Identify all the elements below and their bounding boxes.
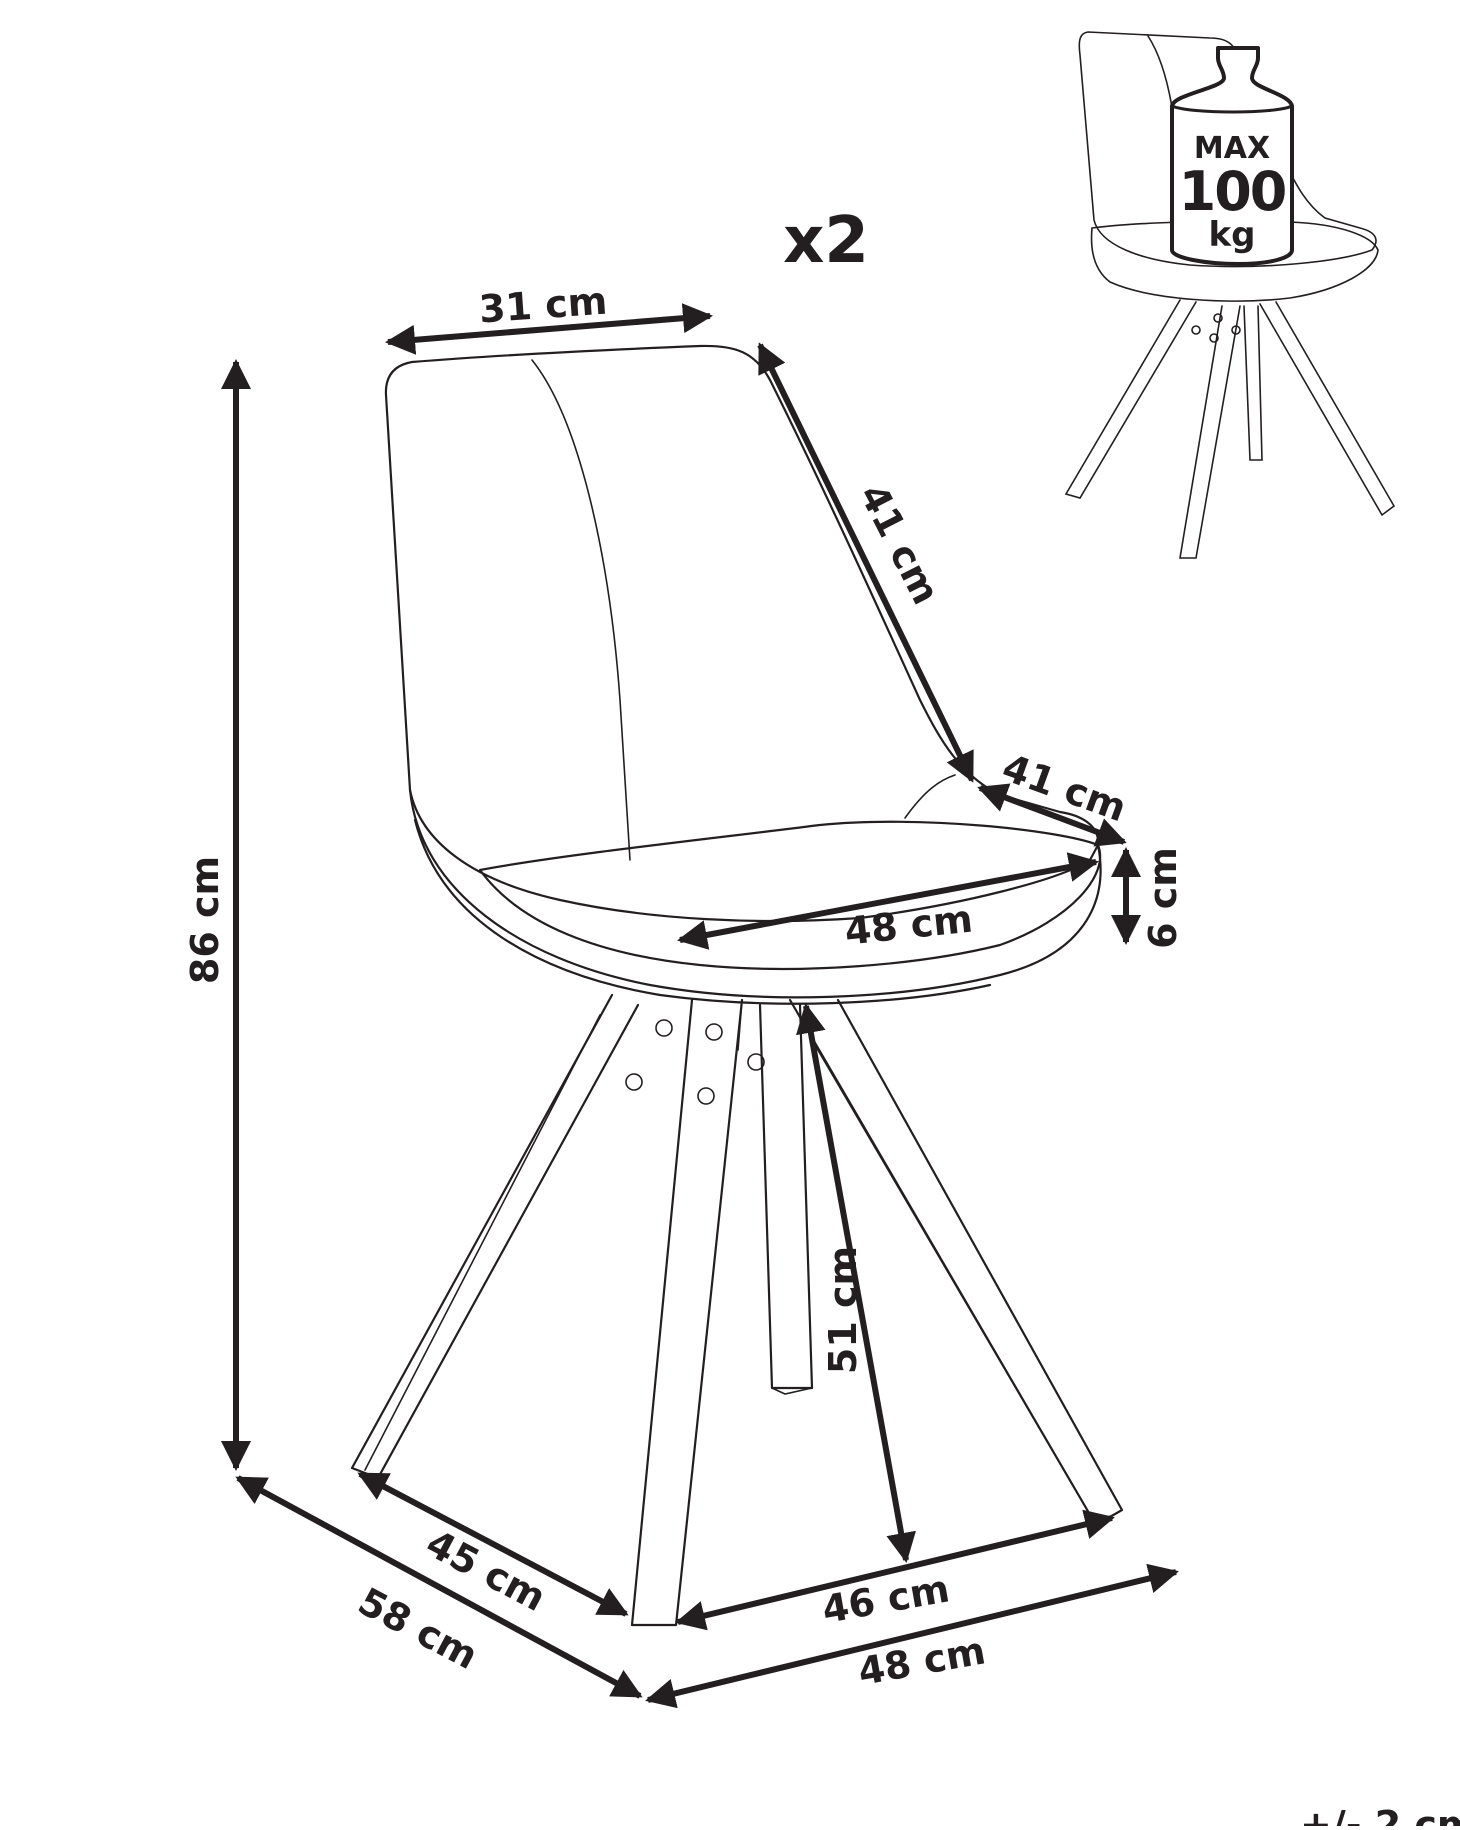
screw [697,1087,715,1105]
seat-side-curve [904,774,956,819]
badge-max: MAX [1194,131,1270,166]
mini-screw [1231,325,1241,335]
leg-front-center-edge [737,999,743,1051]
seat-shell-lower [413,818,992,1005]
leg-back-center [758,1003,814,1390]
badge-kg: kg [1209,215,1256,255]
label-seat-thickness: 6 cm [1141,847,1185,949]
total-depth-arrow [235,1475,643,1699]
tolerance-note: +/- 2 cm [1300,1803,1460,1826]
seat-cushion [478,820,1102,971]
screw [747,1053,765,1071]
screw [655,1019,673,1037]
badge-100: 100 [1179,160,1286,223]
screw [625,1073,643,1091]
label-seat-height: 51 cm [821,1246,865,1374]
label-backrest-height: 41 cm [851,477,948,611]
mini-chair-back [1078,31,1377,268]
leg-front-center [630,998,744,1627]
mini-screw [1213,313,1223,323]
leg-front-left [350,993,640,1480]
mini-screw [1191,325,1201,335]
leg-left-inner [364,1014,601,1471]
screw [705,1023,723,1041]
seat-height-arrow [796,1003,916,1563]
backrest-width-arrow [385,303,713,355]
chair-outline [384,344,1102,1005]
bottle-shoulder [1171,104,1293,114]
label-leg-span-depth: 45 cm [419,1521,553,1620]
mini-screw [1209,333,1219,343]
weight-capacity-illustration: MAX 100 kg [1064,31,1396,559]
total-width-arrow [645,1563,1179,1709]
backrest-panel-line [531,359,631,861]
quantity-label: x2 [783,204,869,278]
label-total-width: 48 cm [855,1628,989,1694]
label-leg-span-width: 46 cm [819,1566,953,1632]
label-backrest-width: 31 cm [478,279,609,332]
backrest-height-arrow [757,342,975,783]
label-total-height: 86 cm [183,856,227,984]
label-total-depth: 58 cm [351,1579,485,1678]
seat-depth-arrow [977,783,1127,847]
weight-bottle-icon [1170,46,1294,266]
mini-chair-legs [1064,299,1396,559]
seat-width-arrow [677,852,1099,950]
dimension-labels: 31 cm 41 cm 41 cm 6 cm 48 cm 86 cm 51 cm… [183,279,1185,1694]
dimension-lines [221,303,1179,1709]
